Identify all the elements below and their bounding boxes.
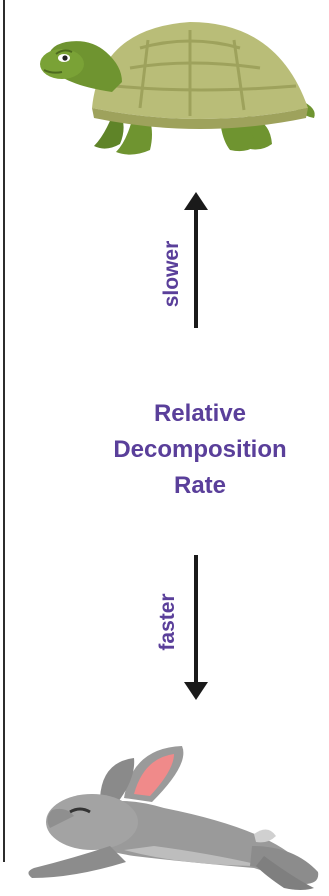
rabbit-icon (28, 746, 319, 890)
slower-label: slower (160, 240, 183, 308)
center-label-line-2: Decomposition (113, 436, 287, 463)
left-border-line (3, 0, 5, 862)
relative-decomposition-rate-label: Relative Decomposition Rate (70, 396, 329, 504)
arrow-shaft (194, 208, 198, 328)
center-label-line-1: Relative (153, 400, 247, 427)
down-arrow (184, 555, 208, 700)
faster-label: faster (156, 593, 179, 651)
arrow-shaft (194, 555, 198, 684)
arrow-head-down (184, 682, 208, 700)
turtle-icon (40, 22, 315, 155)
center-label-line-3: Rate (173, 472, 227, 499)
up-arrow (184, 192, 208, 328)
arrow-head-up (184, 192, 208, 210)
